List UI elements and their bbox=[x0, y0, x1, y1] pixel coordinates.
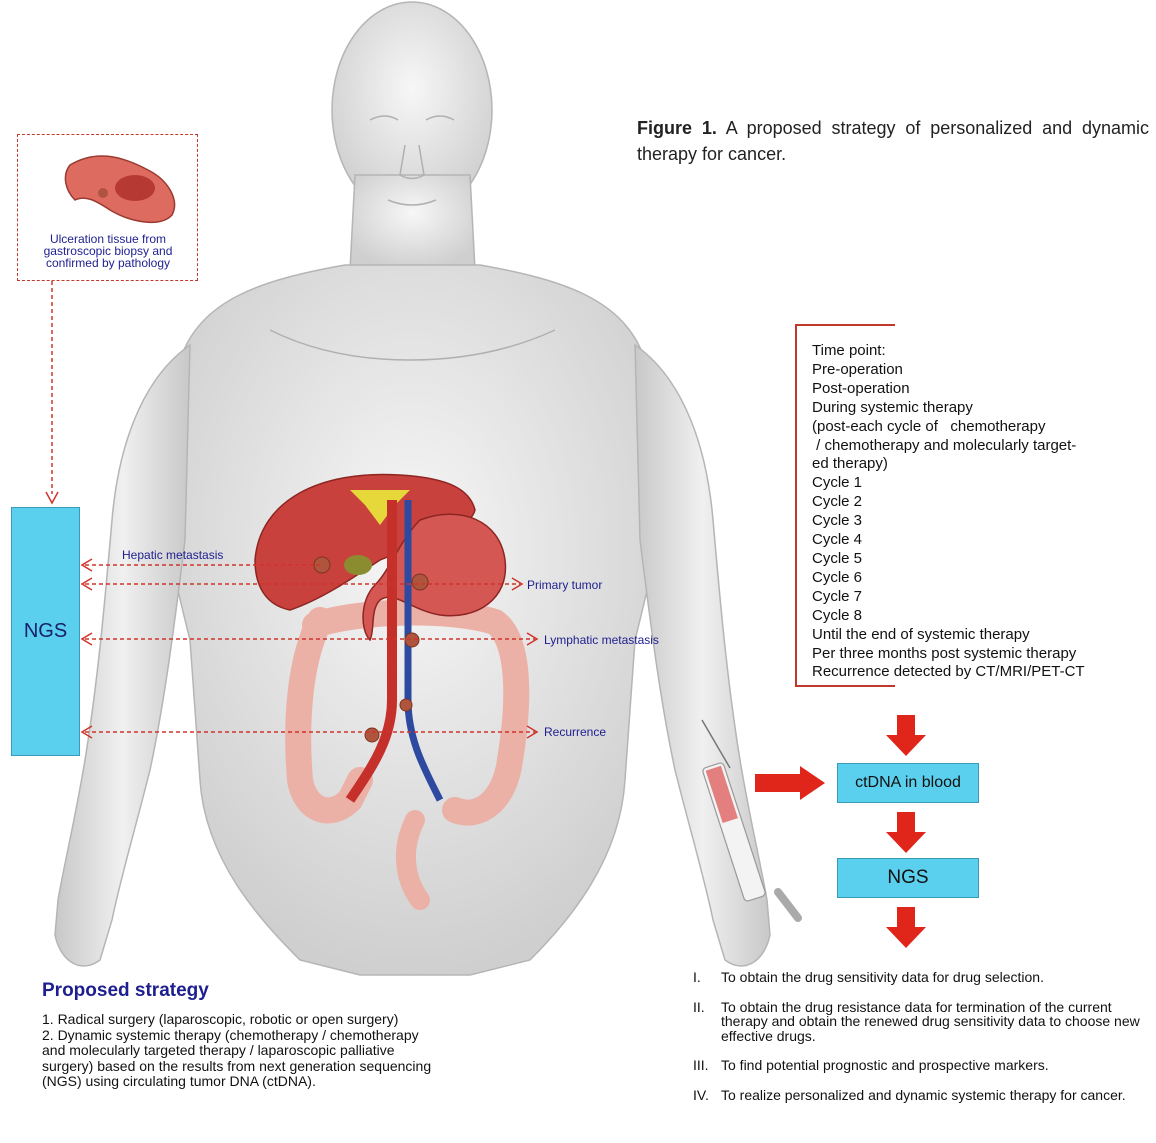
ngs-left-label: NGS bbox=[24, 620, 67, 643]
timeline-line: Time point: bbox=[812, 342, 1142, 361]
goal-item: IV. To realize personalized and dynamic … bbox=[693, 1088, 1153, 1103]
timeline-line: Post-operation bbox=[812, 380, 1142, 399]
label-primary-tumor: Primary tumor bbox=[527, 578, 602, 592]
ngs-right-box: NGS bbox=[837, 858, 979, 898]
strategy-item-2: 2. Dynamic systemic therapy (chemotherap… bbox=[42, 1028, 432, 1090]
timeline-line: Cycle 5 bbox=[812, 550, 1142, 569]
timeline-line: Until the end of systemic therapy bbox=[812, 626, 1142, 645]
timeline-line: ed therapy) bbox=[812, 455, 1142, 474]
arrow-down-1 bbox=[886, 715, 926, 756]
label-lymphatic-metastasis: Lymphatic metastasis bbox=[544, 633, 659, 647]
biopsy-label: Ulceration tissue from gastroscopic biop… bbox=[20, 233, 196, 269]
goal-item: II. To obtain the drug resistance data f… bbox=[693, 1000, 1153, 1044]
timeline-line: (post-each cycle of chemotherapy bbox=[812, 418, 1142, 437]
goal-item: I. To obtain the drug sensitivity data f… bbox=[693, 970, 1153, 985]
goal-text: To obtain the drug sensitivity data for … bbox=[721, 970, 1153, 985]
goal-text: To realize personalized and dynamic syst… bbox=[721, 1088, 1153, 1103]
ngs-left-box: NGS bbox=[11, 507, 80, 756]
timeline-line: / chemotherapy and molecularly target- bbox=[812, 437, 1142, 456]
figure-caption: Figure 1. A proposed strategy of persona… bbox=[637, 115, 1149, 167]
goal-text: To obtain the drug resistance data for t… bbox=[721, 1000, 1153, 1044]
strategy-text: 1. Radical surgery (laparoscopic, roboti… bbox=[42, 1012, 432, 1090]
strategy-title: Proposed strategy bbox=[42, 980, 209, 1002]
goal-number: II. bbox=[693, 1000, 721, 1044]
timeline-line: Cycle 4 bbox=[812, 531, 1142, 550]
ngs-right-label: NGS bbox=[887, 867, 928, 889]
gallbladder bbox=[344, 555, 372, 575]
timeline-line: Pre-operation bbox=[812, 361, 1142, 380]
goal-text: To find potential prognostic and prospec… bbox=[721, 1058, 1153, 1073]
arrow-to-ctdna bbox=[755, 766, 825, 800]
goal-number: III. bbox=[693, 1058, 721, 1073]
timeline-line: Cycle 1 bbox=[812, 474, 1142, 493]
strategy-item-1: 1. Radical surgery (laparoscopic, roboti… bbox=[42, 1012, 432, 1028]
flow-arrows bbox=[755, 715, 926, 948]
timeline-line: Cycle 7 bbox=[812, 588, 1142, 607]
biopsy-connector bbox=[46, 281, 58, 503]
timeline-list: Time point: Pre-operation Post-operation… bbox=[812, 342, 1142, 682]
timeline-line: Cycle 3 bbox=[812, 512, 1142, 531]
goal-number: I. bbox=[693, 970, 721, 985]
timeline-line: Cycle 6 bbox=[812, 569, 1142, 588]
label-recurrence: Recurrence bbox=[544, 725, 606, 739]
arrow-down-3 bbox=[886, 907, 926, 948]
timeline-line: During systemic therapy bbox=[812, 399, 1142, 418]
label-hepatic-metastasis: Hepatic metastasis bbox=[122, 548, 223, 562]
timeline-line: Per three months post systemic therapy bbox=[812, 645, 1142, 664]
arrow-down-2 bbox=[886, 812, 926, 853]
figure-label: Figure 1. bbox=[637, 118, 717, 138]
timeline-line: Cycle 8 bbox=[812, 607, 1142, 626]
goal-item: III. To find potential prognostic and pr… bbox=[693, 1058, 1153, 1073]
goals-list: I. To obtain the drug sensitivity data f… bbox=[693, 970, 1153, 1117]
ctdna-label: ctDNA in blood bbox=[855, 774, 961, 792]
ctdna-box: ctDNA in blood bbox=[837, 763, 979, 803]
goal-number: IV. bbox=[693, 1088, 721, 1103]
timeline-line: Cycle 2 bbox=[812, 493, 1142, 512]
timeline-line: Recurrence detected by CT/MRI/PET-CT bbox=[812, 663, 1142, 682]
